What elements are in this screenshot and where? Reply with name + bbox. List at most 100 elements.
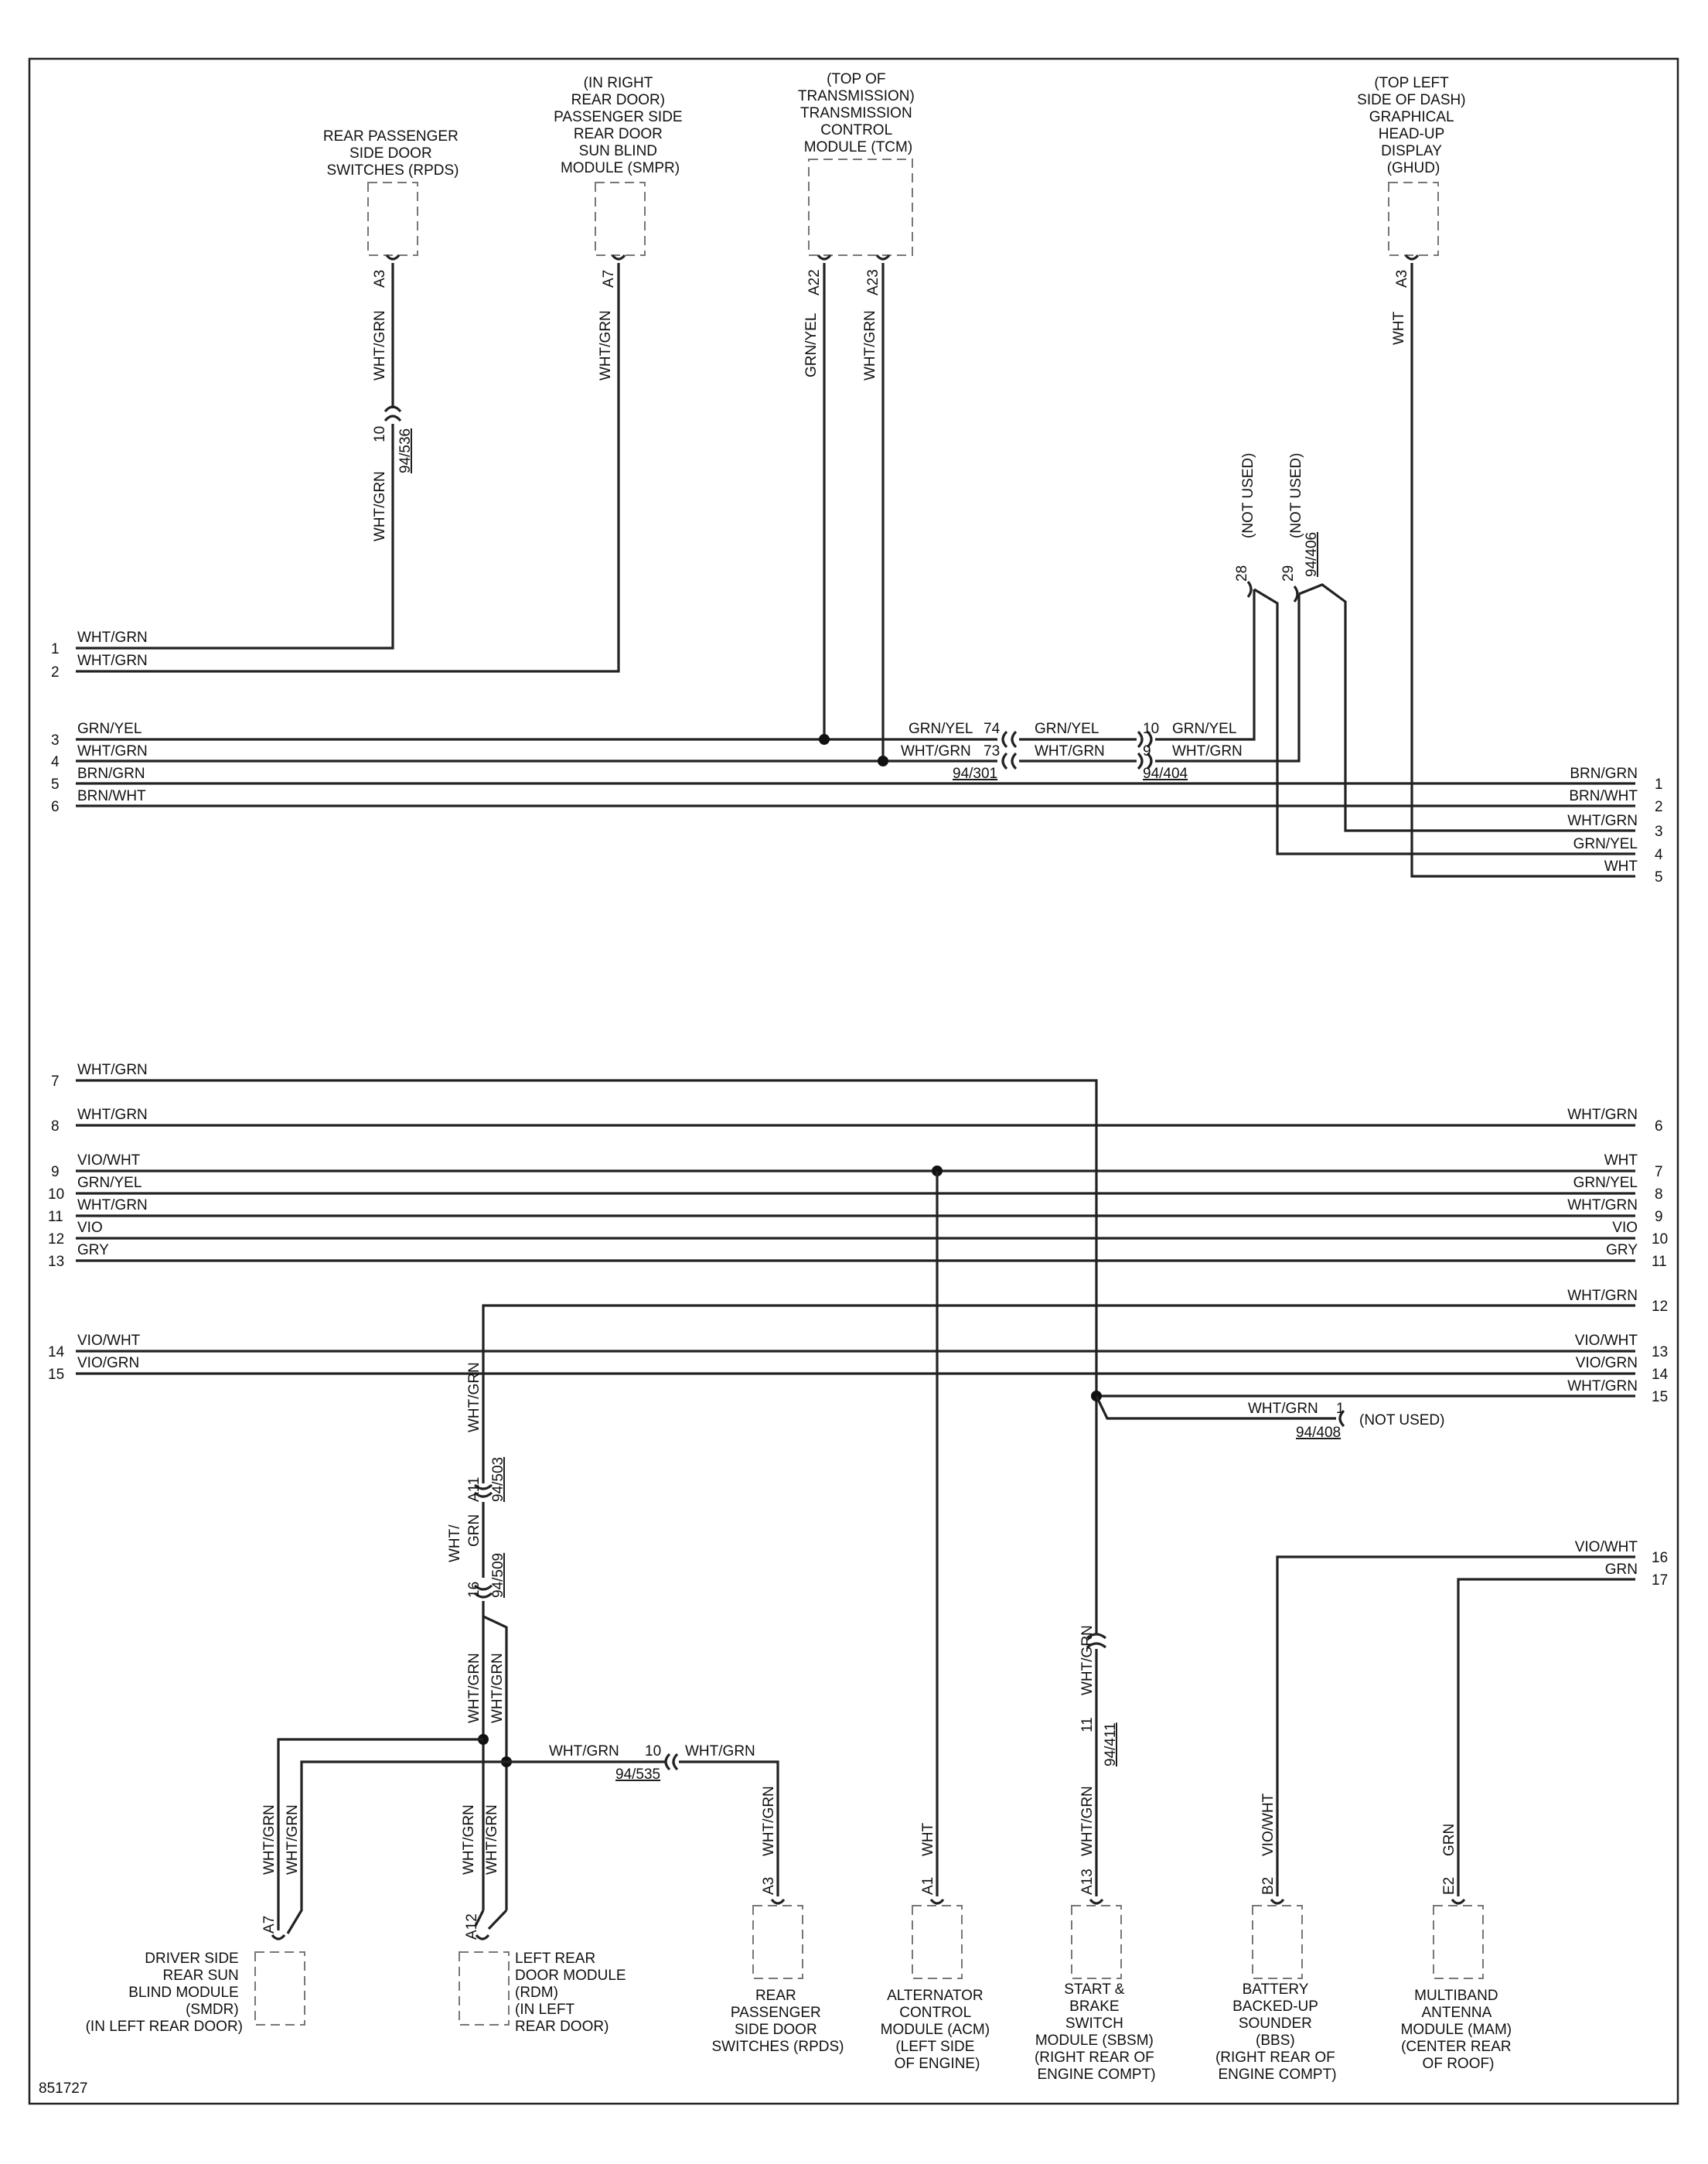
acm-pin: A1 [920, 1877, 936, 1895]
sbsm-label: START & BRAKE SWITCH MODULE (SBSM) (RIGH… [1035, 1981, 1158, 2083]
rdm-pin: A12 [464, 1913, 480, 1940]
smdr-wire-color-a: WHT/GRN [261, 1804, 278, 1875]
right-line-4: 4 [1655, 847, 1663, 863]
bbs-component: B2 BATTERY BACKED-UP SOUNDER (BBS) (RIGH… [1215, 1877, 1339, 2083]
rdm-box [459, 1951, 510, 2026]
ghud-pin-mark [1404, 254, 1420, 261]
rpds-top-label: REAR PASSENGER SIDE DOOR SWITCHES (RPDS) [323, 128, 462, 179]
line-11-color: WHT/GRN [77, 1197, 148, 1213]
right-line-2: 2 [1655, 799, 1663, 815]
sbsm-box [1071, 1905, 1122, 1979]
right-line-5-color: WHT [1604, 858, 1638, 875]
left-line-15: 15 [48, 1367, 64, 1383]
smdr-label: DRIVER SIDE REAR SUN BLIND MODULE (SMDR)… [86, 1951, 243, 2035]
sbsm-wire-color-b: WHT/GRN [1079, 1786, 1096, 1856]
rpds-top-wire-color-b: WHT/GRN [372, 471, 388, 541]
smpr-box [595, 182, 646, 256]
left-line-4: 4 [51, 754, 60, 770]
mam-label: MULTIBAND ANTENNA MODULE (MAM) (CENTER R… [1401, 1988, 1516, 2072]
c411-pin: 11 [1079, 1717, 1096, 1732]
left-line-5: 5 [51, 777, 60, 793]
c301-mark-a1 [1001, 730, 1008, 749]
c509-mark-b [473, 1592, 493, 1599]
right-line-13-color: VIO/WHT [1575, 1333, 1638, 1349]
right-line-6: 6 [1655, 1118, 1663, 1135]
c404-mark-b1 [1137, 752, 1144, 770]
rpds-top-component: REAR PASSENGER SIDE DOOR SWITCHES (RPDS)… [323, 128, 462, 288]
rpds-top-pin-mark [385, 254, 401, 261]
c404-grn-yel-label-a: GRN/YEL [1035, 721, 1099, 737]
c406-pin-28: 28 [1234, 565, 1250, 582]
splice-line-4 [878, 756, 888, 766]
right-line-16: 16 [1652, 1550, 1668, 1566]
right-line-13: 13 [1652, 1344, 1668, 1360]
c503-pin: A11 [466, 1477, 482, 1502]
right-line-16-color: VIO/WHT [1575, 1539, 1638, 1555]
c535-pin: 10 [645, 1743, 661, 1760]
right-line-10: 10 [1652, 1231, 1668, 1248]
tcm-component: (TOP OF TRANSMISSION) TRANSMISSION CONTR… [798, 71, 919, 295]
acm-wire-color: WHT [920, 1822, 936, 1856]
figure-id: 851727 [39, 2080, 87, 2097]
smdr-box [254, 1951, 305, 2026]
left-line-12: 12 [48, 1231, 64, 1248]
right-line-1: 1 [1655, 777, 1663, 793]
c301-mark-b1 [1001, 752, 1008, 770]
acm-pin-mark [929, 1898, 945, 1905]
ghud-pin: A3 [1394, 270, 1410, 288]
tcm-a22-wire-color: GRN/YEL [803, 313, 820, 377]
wire-rpds-bottom-b [679, 1760, 779, 1896]
rpds-bottom-label: REAR PASSENGER SIDE DOOR SWITCHES (RPDS) [712, 1988, 844, 2055]
c406-mark-28 [1246, 581, 1253, 598]
left-line-11: 11 [48, 1209, 63, 1225]
c301-wht-grn-label: WHT/GRN [901, 743, 971, 759]
bbs-label: BATTERY BACKED-UP SOUNDER (BBS) (RIGHT R… [1215, 1981, 1339, 2083]
right-line-4-color: GRN/YEL [1573, 836, 1638, 852]
c301-grn-yel-label: GRN/YEL [909, 721, 973, 737]
smdr-pin-mark [271, 1934, 286, 1940]
acm-box [912, 1905, 963, 1979]
tcm-a23-wire-color: WHT/GRN [862, 310, 878, 381]
line-2-color: WHT/GRN [77, 653, 148, 669]
wire-line-3-end [1155, 589, 1256, 741]
acm-label: ALTERNATOR CONTROL MODULE (ACM) (LEFT SI… [881, 1988, 994, 2072]
line-10-color: GRN/YEL [77, 1175, 141, 1191]
c404-mark-a1 [1137, 730, 1144, 749]
c301-pin-73: 73 [984, 743, 1000, 759]
c535-id: 94/535 [615, 1766, 660, 1783]
wire-bbs [1276, 1555, 1635, 1896]
line-1-color: WHT/GRN [77, 630, 148, 646]
line-9-color: VIO/WHT [77, 1152, 141, 1169]
rdm-component: A12 LEFT REAR DOOR MODULE (RDM) (IN LEFT… [459, 1913, 626, 2035]
c411-mark-b [1086, 1642, 1107, 1649]
mam-component: E2 MULTIBAND ANTENNA MODULE (MAM) (CENTE… [1401, 1877, 1516, 2072]
rdm-wire-color-d: WHT/GRN [484, 1804, 500, 1875]
ghud-wire-color: WHT [1391, 311, 1407, 345]
c503-id: 94/503 [490, 1457, 506, 1502]
left-line-13: 13 [48, 1254, 64, 1270]
right-line-14-color: VIO/GRN [1576, 1355, 1638, 1371]
c408-id: 94/408 [1296, 1425, 1341, 1441]
c406-mark-29 [1293, 585, 1299, 602]
sbsm-pin: A13 [1079, 1869, 1096, 1895]
smpr-label: (IN RIGHT REAR DOOR) PASSENGER SIDE REAR… [554, 75, 687, 176]
right-line-11-color: GRY [1606, 1242, 1638, 1258]
wire-mam [1457, 1578, 1635, 1896]
mam-wire-color: GRN [1441, 1824, 1457, 1856]
c404-grn-yel-label-b: GRN/YEL [1172, 721, 1236, 737]
c301-pin-74: 74 [984, 721, 1001, 737]
c408-not-used: (NOT USED) [1359, 1412, 1444, 1428]
right-line-11: 11 [1652, 1254, 1667, 1270]
wire-line-4-end [1155, 594, 1301, 763]
rpds-bottom-wire-color: WHT/GRN [761, 1786, 777, 1856]
c404-id: 94/404 [1143, 766, 1188, 782]
right-line-7-color: WHT [1604, 1152, 1638, 1169]
tcm-pin-b-mark [875, 254, 891, 261]
c408-pin: 1 [1336, 1401, 1345, 1417]
wire-line-7 [76, 1079, 1098, 1633]
splice-line-3 [819, 734, 830, 745]
tcm-label: (TOP OF TRANSMISSION) TRANSMISSION CONTR… [798, 71, 919, 155]
right-line-12-color: WHT/GRN [1567, 1288, 1638, 1304]
tcm-pin-a-mark [816, 254, 832, 261]
right-line-3: 3 [1655, 824, 1663, 840]
